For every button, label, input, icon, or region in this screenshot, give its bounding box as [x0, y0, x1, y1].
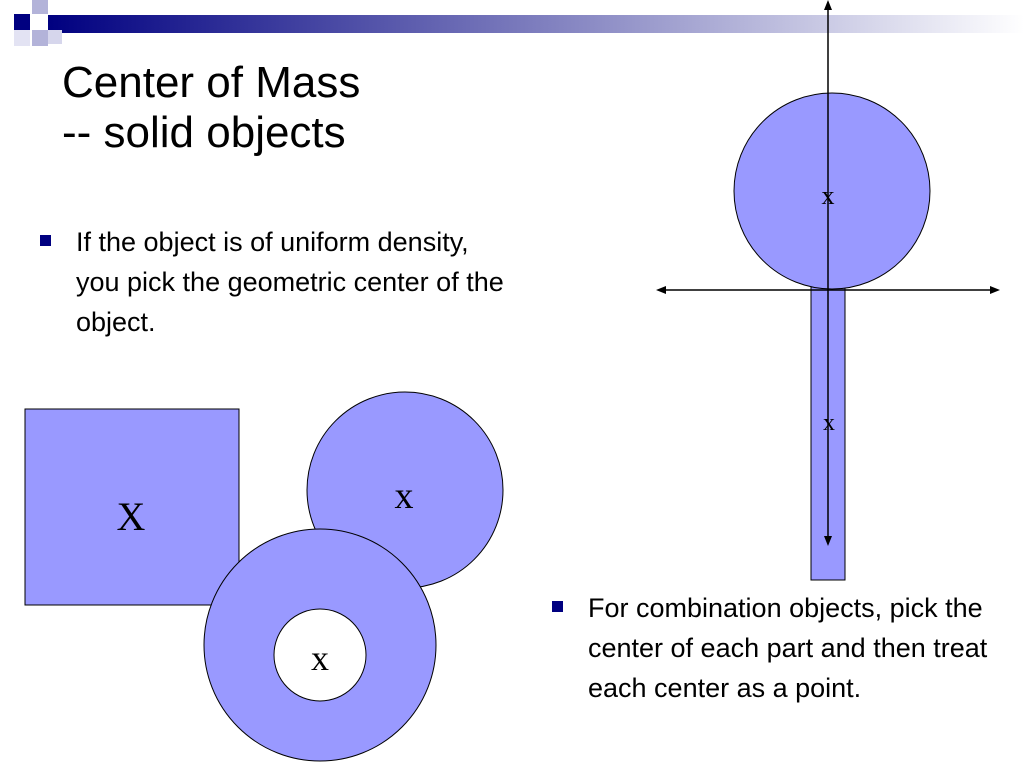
bullet-square-icon: [552, 601, 563, 612]
rod-center-marker: x: [823, 410, 835, 436]
slide-title: Center of Mass -- solid objects: [62, 58, 482, 158]
square-shape: [24, 408, 240, 606]
corner-square-light-1: [32, 0, 48, 14]
bullet-uniform-density: If the object is of uniform density, you…: [38, 222, 506, 342]
horizontal-axis-arrow-right: [990, 286, 1000, 294]
title-line-2: -- solid objects: [62, 108, 346, 157]
bullet-combination-objects-text: For combination objects, pick the center…: [588, 593, 988, 703]
bullet-square-icon: [40, 235, 51, 246]
bullet-uniform-density-text: If the object is of uniform density, you…: [76, 227, 504, 337]
disc-center-marker: x: [395, 475, 414, 517]
sphere-center-marker: x: [822, 181, 835, 210]
corner-square-light-3: [14, 30, 30, 46]
ring-center-marker: x: [311, 638, 329, 678]
title-line-1: Center of Mass: [62, 58, 361, 107]
ring-hole: [273, 608, 367, 702]
corner-square-light-2: [32, 30, 48, 46]
sphere-shape: [733, 92, 931, 290]
bullet-combination-objects: For combination objects, pick the center…: [550, 588, 1024, 708]
horizontal-axis-arrow-left: [656, 286, 666, 294]
corner-square-mid: [48, 30, 62, 44]
header-gradient-bar: [48, 15, 1024, 33]
corner-square-dark: [14, 14, 30, 30]
vertical-axis-arrow-down: [824, 536, 832, 546]
vertical-axis-arrow-up: [824, 0, 832, 10]
square-center-marker: X: [117, 494, 146, 539]
